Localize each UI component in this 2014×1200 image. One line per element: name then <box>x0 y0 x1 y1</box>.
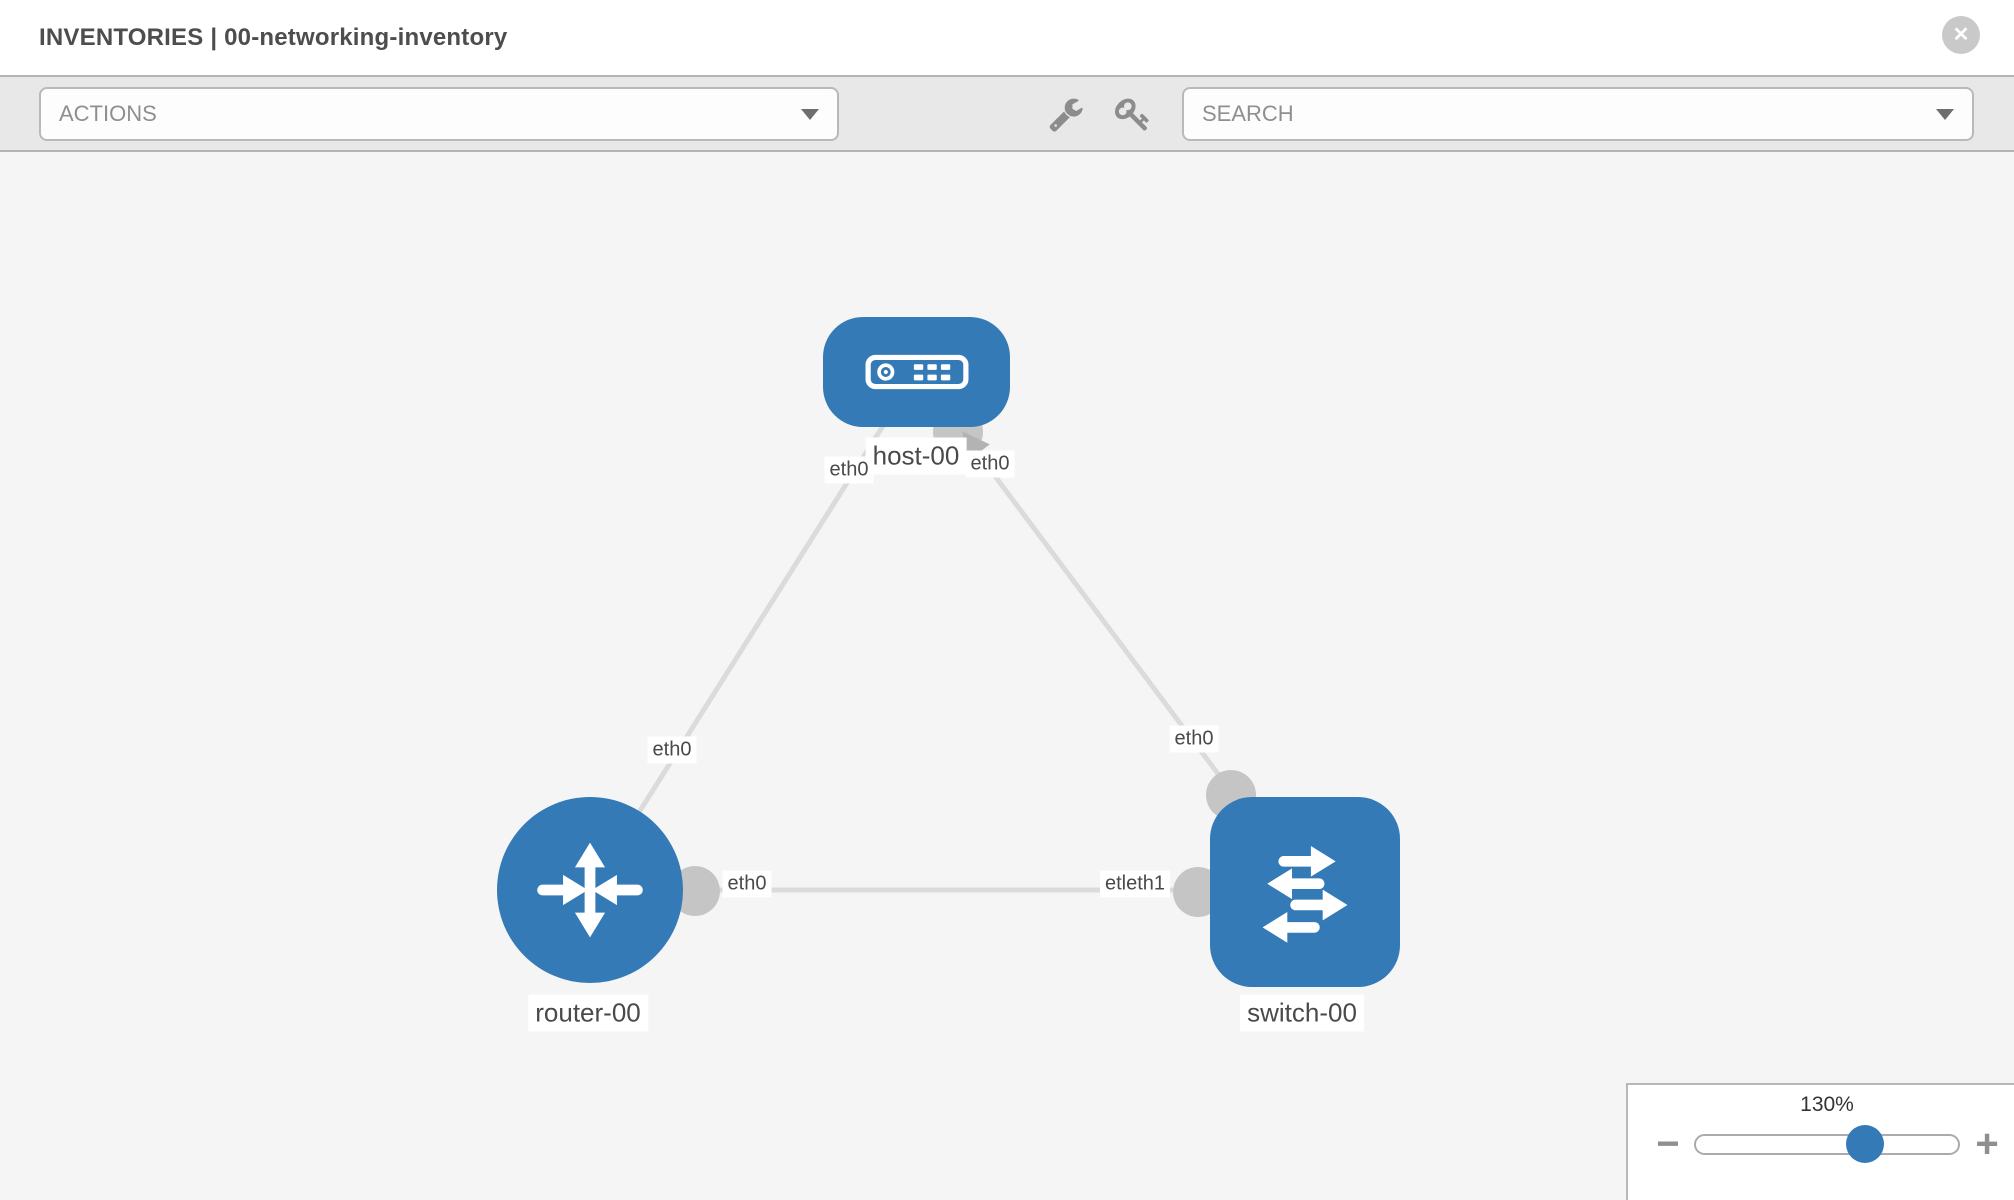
wrench-icon <box>1049 98 1083 132</box>
chevron-down-icon <box>801 109 819 120</box>
links-layer <box>587 370 1308 917</box>
header-bar: INVENTORIES | 00-networking-inventory ✕ <box>0 0 2014 75</box>
node-router-00[interactable] <box>497 797 683 983</box>
zoom-panel: 130% − + <box>1626 1083 2014 1200</box>
topology-canvas[interactable]: host-00 router-00 switch-00 eth0 eth0 et… <box>0 152 2014 1200</box>
zoom-level-readout: 130% <box>1800 1093 1854 1116</box>
port-router-right <box>670 866 720 916</box>
chevron-down-icon <box>1936 109 1954 120</box>
interface-label-switch-left: etleth1 <box>1099 870 1171 898</box>
page-title: INVENTORIES | 00-networking-inventory <box>39 23 508 51</box>
actions-dropdown[interactable]: ACTIONS <box>39 87 839 141</box>
actions-dropdown-label: ACTIONS <box>59 101 157 126</box>
interface-label-router-right: eth0 <box>722 870 772 898</box>
search-dropdown[interactable]: SEARCH <box>1182 87 1974 141</box>
close-icon: ✕ <box>1952 24 1970 46</box>
node-label-router: router-00 <box>528 994 648 1032</box>
switch-icon <box>1262 845 1348 943</box>
node-label-host: host-00 <box>865 437 967 475</box>
interface-label-switch-top: eth0 <box>1169 725 1219 753</box>
search-dropdown-label: SEARCH <box>1202 101 1294 126</box>
zoom-out-button[interactable]: − <box>1656 1122 1680 1166</box>
interface-label-router-top: eth0 <box>647 736 697 764</box>
zoom-slider-track[interactable] <box>1694 1134 1960 1155</box>
key-icon <box>1115 98 1149 131</box>
key-button[interactable] <box>1115 96 1151 132</box>
zoom-in-button[interactable]: + <box>1975 1122 1999 1166</box>
node-host-00[interactable] <box>823 317 1010 427</box>
close-button[interactable]: ✕ <box>1942 16 1980 54</box>
interface-label-host-right: eth0 <box>965 450 1015 478</box>
node-label-switch: switch-00 <box>1240 994 1364 1032</box>
host-icon <box>865 354 968 390</box>
zoom-slider-thumb[interactable] <box>1846 1125 1884 1163</box>
router-icon <box>537 842 643 938</box>
wrench-button[interactable] <box>1048 96 1084 132</box>
node-switch-00[interactable] <box>1210 797 1400 987</box>
interface-label-host-left: eth0 <box>824 456 874 484</box>
